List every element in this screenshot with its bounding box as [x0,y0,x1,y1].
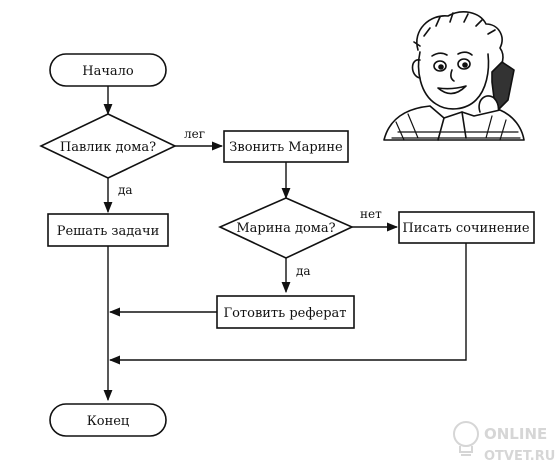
ear [411,59,421,79]
action-solve-tasks: Решать задачи [47,213,169,247]
shirt-outline [383,105,525,141]
action-write-essay: Писать сочинение [398,211,535,244]
lightbulb-icon [453,421,479,456]
action-report-label: Готовить реферат [224,306,347,321]
decision-pavlik-home: Павлик дома? [39,113,177,179]
action-prepare-report: Готовить реферат [216,295,355,329]
watermark-line2: OTVET.RU [484,449,555,464]
left-pupil [438,64,444,70]
decision-marina-home: Марина дома? [218,197,354,259]
watermark-line1: ONLINE [484,425,547,443]
end-terminator: Конец [49,403,167,437]
right-pupil [462,62,468,68]
hair-strands [413,12,496,47]
start-terminator: Начало [49,53,167,87]
arrow-essay-to-main [108,243,467,365]
decision-1-no-label: лег [184,127,205,141]
shirt-pattern [391,113,521,141]
action-call-label: Звонить Марине [229,140,343,155]
decision-2-label: Марина дома? [236,221,335,236]
nose [450,69,455,82]
action-call-marina: Звонить Марине [223,130,349,163]
start-label: Начало [82,64,134,79]
end-label: Конец [87,414,130,429]
decision-2-no-label: нет [360,207,382,221]
boy-with-phone-illustration [383,11,525,141]
action-essay-label: Писать сочинение [402,221,529,236]
watermark: ONLINE OTVET.RU [453,421,555,464]
action-solve-label: Решать задачи [57,224,160,239]
connectors [103,86,467,402]
collar [437,111,467,141]
eyebrows [431,51,473,57]
right-eye [457,58,471,70]
mouth [437,85,467,95]
left-eye [433,60,447,72]
decision-1-label: Павлик дома? [60,140,156,155]
decision-2-yes-label: да [296,264,311,278]
decision-1-yes-label: да [118,183,133,197]
